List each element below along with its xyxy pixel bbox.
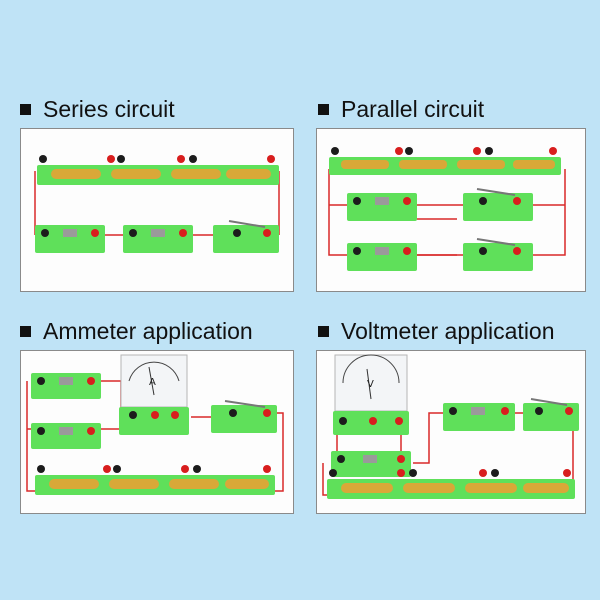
square-bullet-icon <box>318 326 329 337</box>
bulb-module-2 <box>347 243 417 271</box>
bulb-module-1 <box>31 373 101 399</box>
square-bullet-icon <box>20 326 31 337</box>
voltmeter-title: Voltmeter application <box>341 318 555 344</box>
switch-module-2 <box>463 238 533 271</box>
bulb-module-1 <box>35 225 105 253</box>
voltmeter-symbol: V <box>367 379 374 390</box>
battery-holder <box>329 147 561 175</box>
voltmeter-module: V <box>333 354 409 435</box>
bulb-module-2 <box>443 403 515 431</box>
square-bullet-icon <box>20 104 31 115</box>
ammeter-symbol: A <box>149 377 156 388</box>
series-circuit-diagram <box>34 155 280 253</box>
series-title: Series circuit <box>43 96 175 122</box>
ammeter-module: A <box>119 354 189 435</box>
battery-holder <box>37 155 279 185</box>
voltmeter-circuit-diagram: V <box>322 354 579 499</box>
voltmeter-heading: Voltmeter application <box>318 318 555 345</box>
series-heading: Series circuit <box>20 96 175 123</box>
battery-holder <box>327 469 575 499</box>
voltmeter-panel: V <box>316 350 586 514</box>
parallel-heading: Parallel circuit <box>318 96 484 123</box>
parallel-circuit-diagram <box>328 147 566 271</box>
bulb-module-2 <box>123 225 193 253</box>
ammeter-heading: Ammeter application <box>20 318 253 345</box>
bulb-module-1 <box>347 193 417 221</box>
parallel-title: Parallel circuit <box>341 96 485 122</box>
ammeter-panel: A <box>20 350 294 514</box>
bulb-module-2 <box>31 423 101 449</box>
parallel-panel <box>316 128 586 292</box>
switch-module <box>523 398 579 431</box>
bulb-module <box>331 451 411 477</box>
series-panel <box>20 128 294 292</box>
battery-holder <box>35 465 275 495</box>
square-bullet-icon <box>318 104 329 115</box>
switch-module-1 <box>463 188 533 221</box>
ammeter-title: Ammeter application <box>43 318 253 344</box>
switch-module <box>213 220 279 253</box>
switch-module <box>211 400 277 433</box>
ammeter-circuit-diagram: A <box>26 354 284 495</box>
